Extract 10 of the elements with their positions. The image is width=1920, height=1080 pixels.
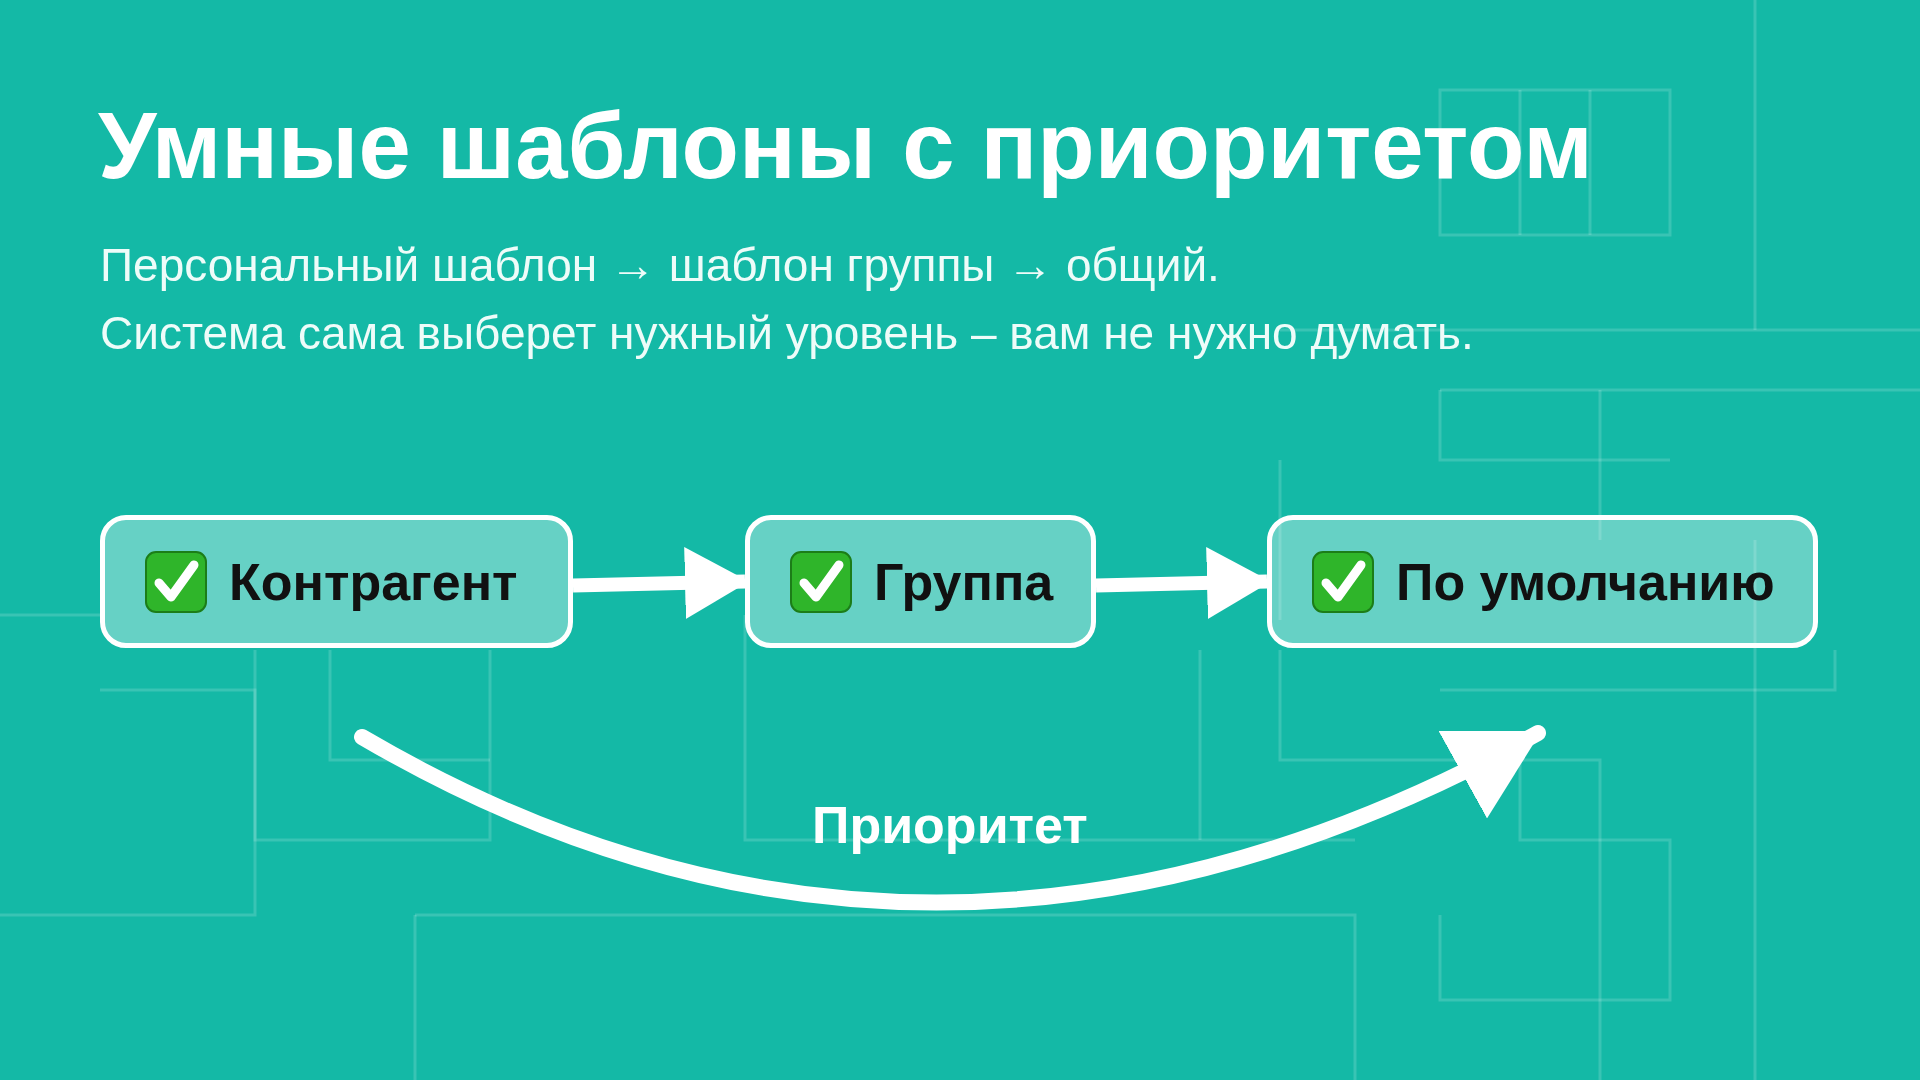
- arrow-label: Приоритет: [812, 795, 1088, 855]
- subtitle: Персональный шаблон → шаблон группы → общий.: [100, 238, 1220, 292]
- process-box: [1267, 515, 1818, 648]
- node-label: По умолчанию: [1396, 551, 1775, 612]
- process-box: [100, 515, 573, 648]
- title: Умные шаблоны с приоритетом: [98, 92, 1593, 200]
- node-label: Контрагент: [229, 551, 518, 612]
- node-label: Группа: [874, 551, 1054, 612]
- process-box: [745, 515, 1096, 648]
- subtitle: Система сама выберет нужный уровень – вам не нужно думать.: [100, 306, 1474, 360]
